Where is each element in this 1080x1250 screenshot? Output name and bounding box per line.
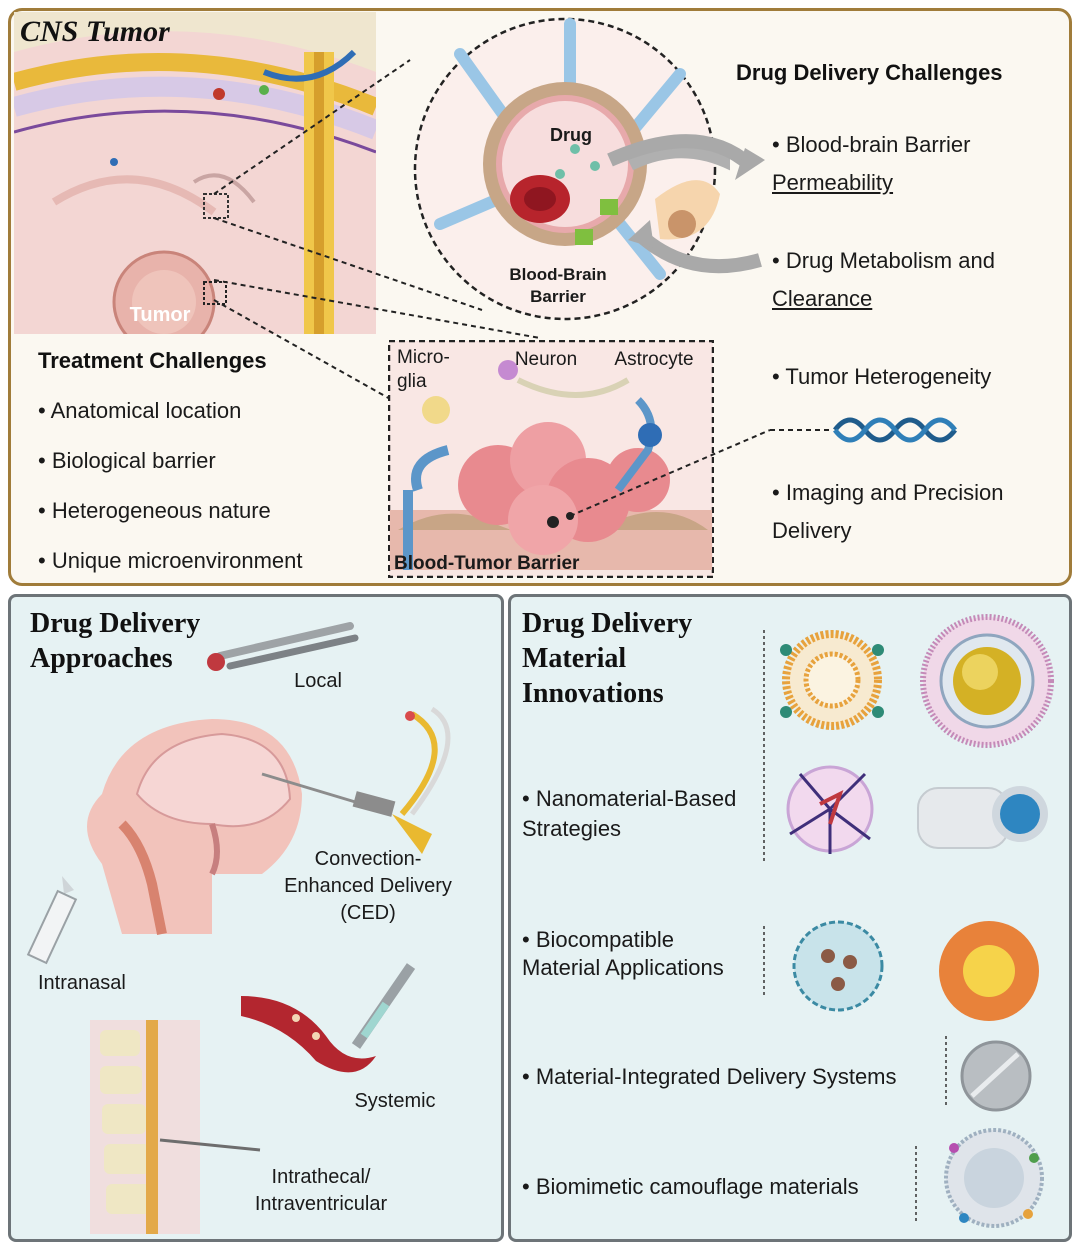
astrocyte-label: Astrocyte (614, 349, 694, 370)
treatment-item: Heterogeneous nature (38, 498, 271, 524)
head-sagittal-illustration (87, 706, 451, 935)
challenge-item: Imaging and Precision (772, 480, 1004, 506)
treatment-item: Anatomical location (38, 398, 242, 424)
challenge-item: Drug Metabolism and (772, 248, 995, 274)
challenge-item-continuation: Clearance (772, 286, 873, 311)
local-label: Local (294, 670, 342, 692)
tablet-icon (960, 1040, 1032, 1112)
liposome-icon (780, 630, 884, 730)
forceps-icon (207, 622, 359, 671)
drug-label: Drug (550, 125, 592, 145)
challenge-item: Tumor Heterogeneity (772, 364, 991, 390)
material-item: Material-Integrated Delivery Systems (522, 1064, 897, 1090)
material-item: Biocompatible Material Applications (522, 926, 724, 982)
drug-delivery-challenges-heading: Drug Delivery Challenges (736, 60, 1003, 85)
gold-nanoparticle-icon (920, 614, 1054, 748)
nasal-spray-icon (26, 876, 78, 965)
ced-label: Convection- Enhanced Delivery (CED) (284, 848, 452, 924)
challenge-item-continuation: Delivery (772, 518, 852, 543)
dna-icon (566, 417, 957, 520)
tumor-microenvironment-illustration (388, 340, 714, 578)
brain-cross-section-illustration (14, 12, 376, 334)
material-item: Biomimetic camouflage materials (522, 1174, 859, 1200)
material-innovations-title: Drug Delivery Material Innovations (522, 608, 693, 709)
cell-membrane-nanoparticle-icon (944, 1128, 1044, 1228)
challenge-item: Blood-brain Barrier (772, 132, 971, 158)
treatment-item: Biological barrier (38, 448, 216, 474)
blood-tumor-barrier-label: Blood-Tumor Barrier (394, 553, 580, 574)
systemic-label: Systemic (354, 1090, 436, 1112)
dendrimer-icon (786, 765, 874, 854)
microglia-label: Micro- glia (397, 347, 450, 392)
polymer-network-icon (792, 920, 884, 1012)
blood-brain-barrier-zoom (413, 17, 730, 321)
hydrogel-disc-icon (917, 786, 1048, 849)
cns-tumor-title: CNS Tumor (20, 15, 170, 48)
material-item: Nanomaterial-Based Strategies (522, 784, 736, 844)
tumor-label: Tumor (129, 304, 191, 326)
treatment-challenges-heading: Treatment Challenges (38, 348, 267, 373)
approaches-title: Drug Delivery Approaches (30, 608, 201, 674)
challenge-item-continuation: Permeability (772, 170, 894, 195)
spine-illustration (90, 1020, 261, 1234)
zoom-connector-lines (203, 59, 541, 401)
treatment-item: Unique microenvironment (38, 548, 303, 574)
curved-arrows (607, 134, 765, 274)
neuron-label: Neuron (514, 349, 578, 370)
micelle-icon (939, 921, 1039, 1021)
intranasal-label: Intranasal (38, 972, 126, 994)
blood-vessel-syringe-illustration (241, 963, 416, 1073)
blood-brain-barrier-label: Blood-Brain Barrier (509, 265, 607, 306)
intrathecal-label: Intrathecal/ Intraventricular (254, 1166, 388, 1215)
dashed-dividers (763, 630, 947, 1222)
